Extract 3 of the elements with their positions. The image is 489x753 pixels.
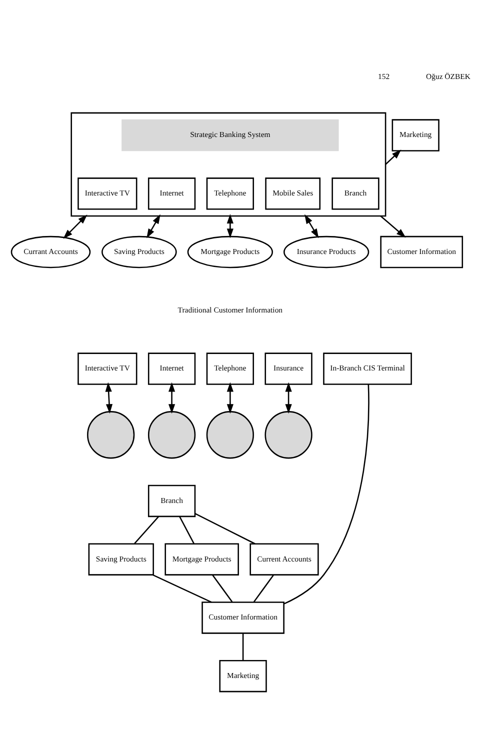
label: Traditional Customer Information: [178, 305, 283, 314]
label: 152: [378, 72, 390, 81]
label: Oğuz ÖZBEK: [426, 72, 470, 81]
